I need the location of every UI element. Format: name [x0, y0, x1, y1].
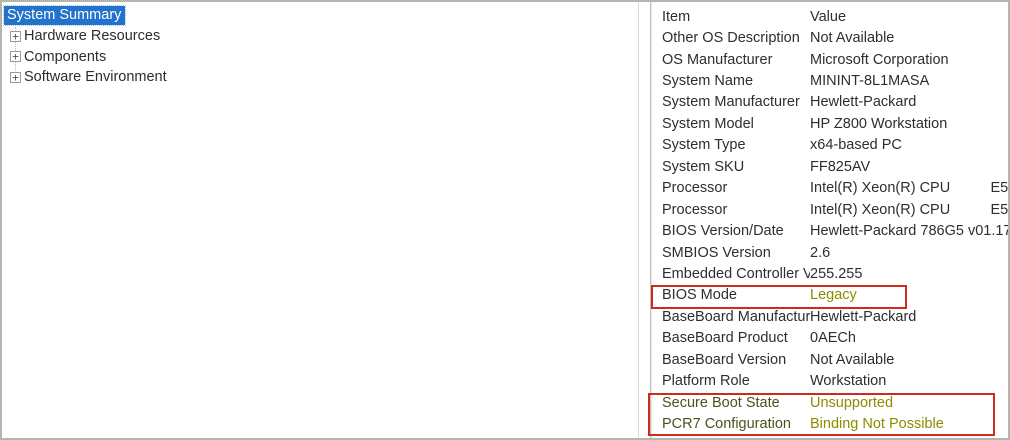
detail-item-label: Embedded Controller V...: [662, 265, 810, 282]
detail-item-label: OS Manufacturer: [662, 51, 773, 68]
detail-item-label: SMBIOS Version: [662, 244, 771, 261]
detail-item-label: BIOS Mode: [662, 287, 737, 304]
detail-row[interactable]: Processor Intel(R) Xeon(R) CPU E5506: [651, 199, 1008, 220]
expand-plus-icon[interactable]: +: [10, 51, 21, 63]
detail-item-label: System Type: [662, 137, 746, 154]
detail-item-value: 255.255: [810, 265, 863, 282]
detail-item-label: Other OS Description: [662, 30, 800, 47]
detail-item-value: Hewlett-Packard: [810, 308, 917, 325]
detail-row[interactable]: OS Manufacturer Microsoft Corporation: [651, 49, 1008, 70]
detail-item-label: System Name: [662, 73, 754, 90]
detail-item-value: 2.6: [810, 244, 831, 261]
detail-item-value: Legacy: [810, 287, 857, 304]
detail-item-value: Intel(R) Xeon(R) CPU E5506: [810, 180, 1008, 197]
detail-row[interactable]: BaseBoard Manufacturer Hewlett-Packard: [651, 306, 1008, 327]
detail-row[interactable]: Processor Intel(R) Xeon(R) CPU E5506: [651, 178, 1008, 199]
detail-row[interactable]: Secure Boot State Unsupported: [651, 392, 1008, 413]
details-header-row: Item Value: [651, 6, 1008, 27]
expand-plus-icon[interactable]: +: [10, 71, 21, 83]
detail-row[interactable]: System Manufacturer Hewlett-Packard: [651, 92, 1008, 113]
expand-plus-icon[interactable]: +: [10, 30, 21, 42]
tree-item-components[interactable]: + Components: [2, 46, 638, 67]
detail-item-label: System Manufacturer: [662, 94, 800, 111]
detail-row[interactable]: System Name MININT-8L1MASA: [651, 70, 1008, 91]
tree-item-label[interactable]: Hardware Resources: [24, 28, 161, 45]
tree-item-hardware-resources[interactable]: + Hardware Resources: [2, 26, 638, 47]
detail-row[interactable]: Embedded Controller V... 255.255: [651, 263, 1008, 284]
detail-item-label: BaseBoard Product: [662, 330, 788, 347]
detail-item-label: BaseBoard Version: [662, 351, 787, 368]
detail-row[interactable]: BIOS Version/Date Hewlett-Packard 786G5 …: [651, 220, 1008, 241]
detail-row[interactable]: System SKU FF825AV: [651, 156, 1008, 177]
detail-item-value: Not Available: [810, 351, 895, 368]
detail-item-value: Workstation: [810, 373, 887, 390]
detail-item-label: BIOS Version/Date: [662, 223, 784, 240]
detail-row[interactable]: BaseBoard Version Not Available: [651, 349, 1008, 370]
detail-item-value: MININT-8L1MASA: [810, 73, 930, 90]
tree-item-label[interactable]: Components: [24, 48, 107, 65]
detail-row[interactable]: BaseBoard Product 0AECh: [651, 328, 1008, 349]
detail-item-value: FF825AV: [810, 158, 871, 175]
detail-item-value: Unsupported: [810, 394, 894, 411]
tree-item-software-environment[interactable]: + Software Environment: [2, 67, 638, 88]
detail-row[interactable]: Platform Role Workstation: [651, 370, 1008, 391]
tree-item-label[interactable]: Software Environment: [24, 69, 167, 86]
detail-item-label: Platform Role: [662, 373, 750, 390]
tree-item-system-summary-label[interactable]: System Summary: [2, 4, 127, 26]
detail-item-value: Hewlett-Packard: [810, 94, 917, 111]
detail-item-value: Binding Not Possible: [810, 416, 944, 433]
detail-item-value: HP Z800 Workstation: [810, 115, 948, 132]
tree-connector-line: [15, 27, 16, 75]
column-header-item[interactable]: Item: [662, 8, 691, 25]
tree-item-system-summary[interactable]: System Summary: [2, 4, 638, 26]
category-tree-pane: System Summary + Hardware Resources + Co…: [2, 2, 639, 438]
detail-item-label: Processor: [662, 201, 728, 218]
column-header-value[interactable]: Value: [810, 8, 847, 25]
tree-items-container: + Hardware Resources + Components + Soft…: [2, 26, 638, 88]
detail-item-label: System Model: [662, 115, 754, 132]
detail-row[interactable]: PCR7 Configuration Binding Not Possible: [651, 413, 1008, 434]
detail-row[interactable]: SMBIOS Version 2.6: [651, 242, 1008, 263]
detail-item-value: Not Available: [810, 30, 895, 47]
detail-item-label: System SKU: [662, 158, 745, 175]
detail-item-label: Processor: [662, 180, 728, 197]
detail-item-value: 0AECh: [810, 330, 856, 347]
detail-item-value: Hewlett-Packard 786G5 v01.17, 8/: [810, 223, 1008, 240]
detail-item-label: Secure Boot State: [662, 394, 780, 411]
detail-item-label: BaseBoard Manufacturer: [662, 308, 810, 325]
details-pane: Item Value Other OS Description Not Avai…: [650, 2, 1008, 438]
detail-item-value: x64-based PC: [810, 137, 902, 154]
detail-row[interactable]: Other OS Description Not Available: [651, 27, 1008, 48]
detail-row[interactable]: System Model HP Z800 Workstation: [651, 113, 1008, 134]
detail-row[interactable]: BIOS Mode Legacy: [651, 285, 1008, 306]
detail-rows-container: Other OS Description Not Available OS Ma…: [651, 27, 1008, 434]
detail-row[interactable]: System Type x64-based PC: [651, 135, 1008, 156]
detail-item-value: Intel(R) Xeon(R) CPU E5506: [810, 201, 1008, 218]
detail-item-value: Microsoft Corporation: [810, 51, 949, 68]
detail-item-label: PCR7 Configuration: [662, 416, 791, 433]
